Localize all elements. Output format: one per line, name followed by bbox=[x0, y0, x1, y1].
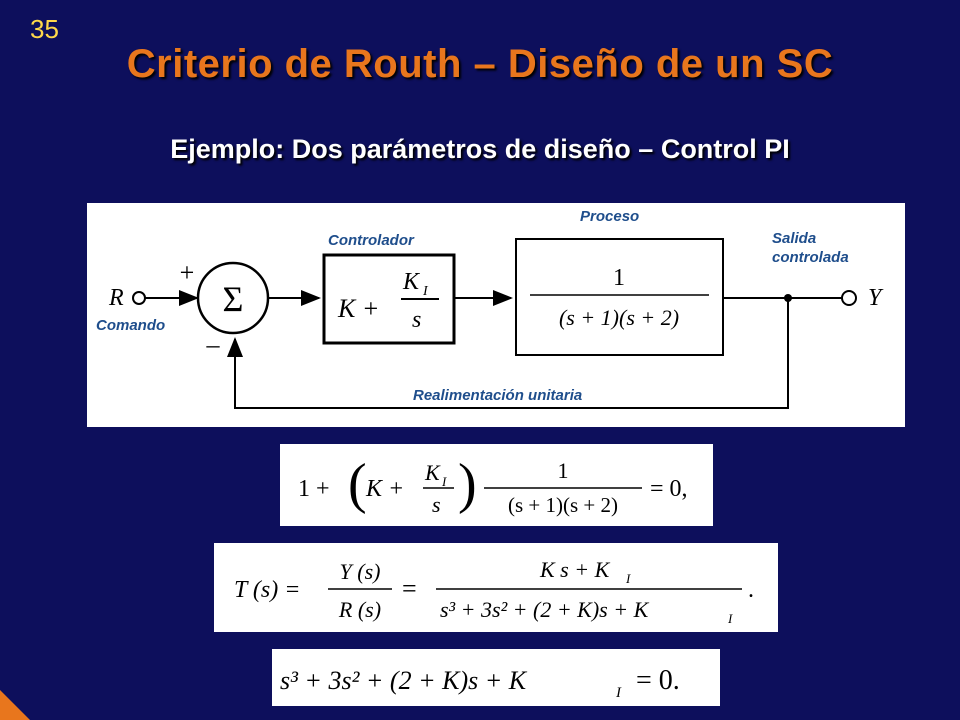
transfer-function-equation: T (s) = Y (s) R (s) = K s + K I s³ + 3s²… bbox=[214, 543, 778, 632]
char-eq-K: K + bbox=[365, 476, 404, 502]
slide-title: Criterio de Routh – Diseño de un SC bbox=[126, 42, 834, 86]
char-eq-KI-sub: I bbox=[441, 474, 447, 489]
char-eq-den: (s + 1)(s + 2) bbox=[508, 493, 618, 517]
controller-KI-subscript: I bbox=[422, 284, 429, 299]
plus-sign: + bbox=[180, 258, 195, 287]
plant-block bbox=[515, 238, 724, 356]
characteristic-polynomial: s³ + 3s² + (2 + K)s + K I = 0. bbox=[272, 649, 720, 706]
slide-subtitle: Ejemplo: Dos parámetros de diseño – Cont… bbox=[170, 134, 790, 164]
input-terminal bbox=[132, 291, 146, 305]
block-diagram: Σ + – R K + K I s 1 (s + 1)(s + 2) Y bbox=[108, 238, 884, 409]
sum-symbol: Σ bbox=[223, 279, 244, 319]
char-eq-close-paren: ) bbox=[458, 453, 477, 515]
minus-sign: – bbox=[206, 330, 221, 359]
char-eq-tail: = 0, bbox=[650, 476, 688, 502]
input-symbol: R bbox=[108, 285, 124, 311]
controller-s: s bbox=[412, 307, 421, 333]
tf-den-sub: I bbox=[727, 611, 733, 626]
char-eq-open-paren: ( bbox=[348, 453, 367, 515]
command-label: Comando bbox=[96, 317, 166, 334]
tf-num: K s + K bbox=[539, 557, 611, 582]
tf-Ys: Y (s) bbox=[340, 559, 381, 584]
char-eq-s: s bbox=[432, 492, 441, 517]
tf-num-sub: I bbox=[625, 571, 631, 586]
feedback-label: Realimentación unitaria bbox=[413, 387, 583, 404]
tf-Rs: R (s) bbox=[338, 597, 381, 622]
tf-tail: . bbox=[748, 577, 754, 603]
process-label: Proceso bbox=[580, 208, 640, 225]
characteristic-equation: 1 + ( K + K I s ) 1 (s + 1)(s + 2) = 0, bbox=[280, 444, 713, 526]
controller-label: Controlador bbox=[328, 232, 414, 249]
char-eq-num: 1 bbox=[558, 458, 569, 483]
controller-K: K + bbox=[337, 294, 379, 323]
block-diagram-panel: Σ + – R K + K I s 1 (s + 1)(s + 2) Y Pro… bbox=[87, 203, 905, 427]
plant-denominator: (s + 1)(s + 2) bbox=[559, 305, 679, 330]
tf-den: s³ + 3s² + (2 + K)s + K bbox=[440, 597, 650, 622]
plant-numerator: 1 bbox=[613, 265, 625, 291]
char-eq-KI: K bbox=[424, 460, 441, 485]
tf-lhs: T (s) = bbox=[234, 577, 300, 603]
poly-main: s³ + 3s² + (2 + K)s + K bbox=[280, 666, 528, 695]
output-label: Salida controlada bbox=[772, 230, 849, 266]
poly-sub: I bbox=[615, 685, 622, 701]
output-terminal bbox=[841, 290, 857, 306]
controller-KI: K bbox=[402, 269, 421, 295]
slide-number: 35 bbox=[30, 14, 59, 44]
poly-tail: = 0. bbox=[636, 665, 680, 696]
char-eq-lead: 1 + bbox=[298, 476, 330, 502]
feedback-path bbox=[227, 298, 789, 409]
corner-accent bbox=[0, 690, 30, 720]
tf-eq: = bbox=[402, 574, 417, 603]
output-symbol: Y bbox=[868, 285, 884, 311]
